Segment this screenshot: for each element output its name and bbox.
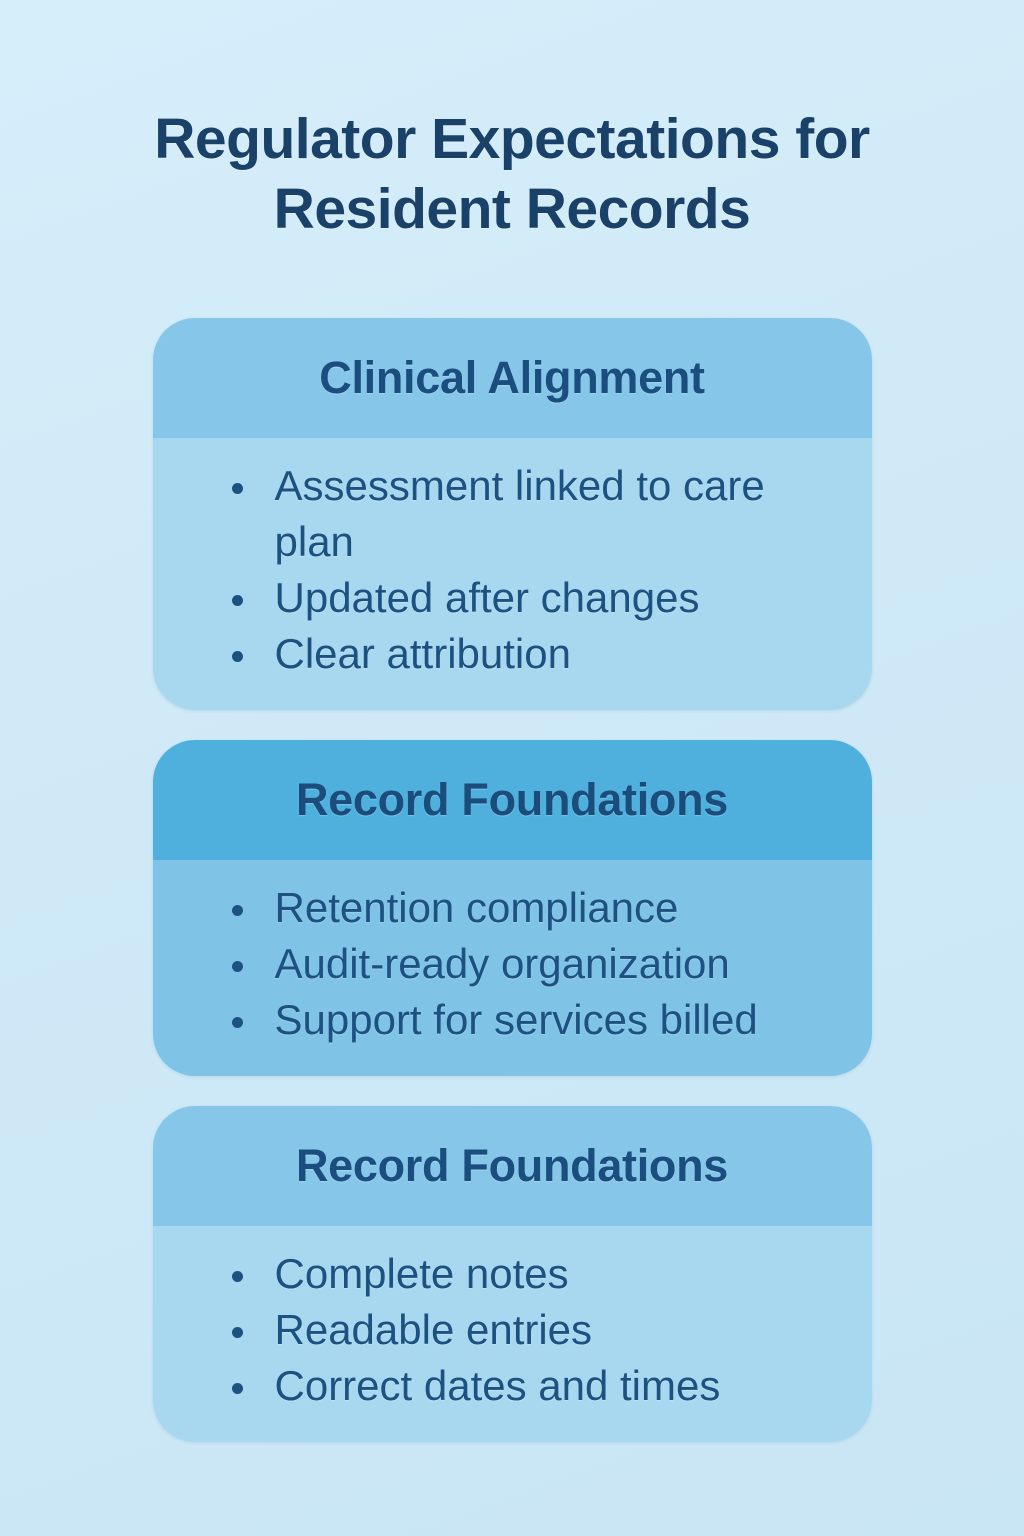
list-item: Retention compliance: [261, 880, 822, 936]
card-body: Assessment linked to care plan Updated a…: [152, 438, 872, 710]
list-item: Updated after changes: [261, 570, 822, 626]
card-clinical-alignment: Clinical Alignment Assessment linked to …: [152, 318, 872, 710]
card-body: Retention compliance Audit-ready organiz…: [152, 860, 872, 1076]
bullet-list: Complete notes Readable entries Correct …: [237, 1246, 822, 1414]
page-title: Regulator Expectations for Resident Reco…: [154, 107, 870, 241]
infographic: Regulator Expectations for Resident Reco…: [0, 0, 1024, 1442]
list-item: Complete notes: [261, 1246, 822, 1302]
card-record-foundations-2: Record Foundations Complete notes Readab…: [152, 1106, 872, 1442]
list-item: Support for services billed: [261, 992, 822, 1048]
card-body: Complete notes Readable entries Correct …: [152, 1226, 872, 1442]
card-record-foundations-1: Record Foundations Retention compliance …: [152, 740, 872, 1076]
card-heading: Record Foundations: [152, 1106, 872, 1226]
list-item: Audit-ready organization: [261, 936, 822, 992]
list-item: Assessment linked to care plan: [261, 458, 822, 570]
list-item: Readable entries: [261, 1302, 822, 1358]
list-item: Correct dates and times: [261, 1358, 822, 1414]
card-heading: Clinical Alignment: [152, 318, 872, 438]
card-stack: Clinical Alignment Assessment linked to …: [152, 318, 872, 1442]
list-item: Clear attribution: [261, 626, 822, 682]
bullet-list: Assessment linked to care plan Updated a…: [237, 458, 822, 682]
card-heading: Record Foundations: [152, 740, 872, 860]
bullet-list: Retention compliance Audit-ready organiz…: [237, 880, 822, 1048]
